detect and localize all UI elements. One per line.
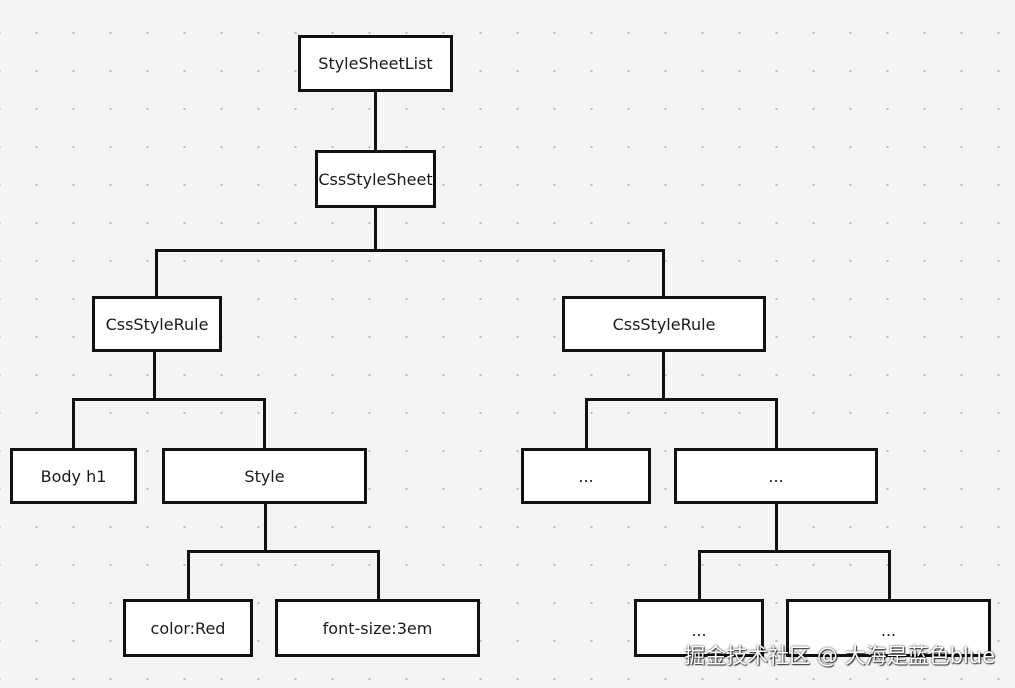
- edge-cssstylesheet-bus: [155, 249, 665, 252]
- edge-to-style: [263, 398, 266, 450]
- node-cssstylerule-left: CssStyleRule: [92, 296, 222, 352]
- edge-rule-left-bus: [72, 398, 266, 401]
- edge-to-cssstylerule-right: [662, 249, 665, 298]
- edge-cssstylesheet-trunk: [374, 206, 377, 251]
- edge-style-trunk: [264, 502, 267, 552]
- edge-to-ellipsis-1: [585, 398, 588, 450]
- edge-to-font-size: [377, 550, 380, 601]
- edge-rule-left-trunk: [153, 350, 156, 400]
- edge-to-ellipsis-4: [888, 550, 891, 601]
- edge-to-cssstylerule-left: [155, 249, 158, 298]
- edge-to-body-h1: [72, 398, 75, 450]
- node-ellipsis-4: ...: [786, 599, 991, 657]
- node-cssstylerule-right: CssStyleRule: [562, 296, 766, 352]
- edge-ellipsis-2-trunk: [775, 502, 778, 552]
- edge-stylesheetlist-cssstylesheet: [374, 90, 377, 152]
- node-style: Style: [162, 448, 367, 504]
- node-stylesheetlist: StyleSheetList: [298, 35, 453, 92]
- edge-ellipsis-2-bus: [698, 550, 891, 553]
- edge-to-color-red: [187, 550, 190, 601]
- edge-rule-right-trunk: [662, 350, 665, 400]
- node-ellipsis-3: ...: [634, 599, 764, 657]
- node-ellipsis-1: ...: [521, 448, 651, 504]
- node-color-red: color:Red: [123, 599, 253, 657]
- node-font-size-3em: font-size:3em: [275, 599, 480, 657]
- edge-style-bus: [187, 550, 380, 553]
- edge-rule-right-bus: [585, 398, 778, 401]
- edge-to-ellipsis-3: [698, 550, 701, 601]
- node-ellipsis-2: ...: [674, 448, 878, 504]
- node-body-h1: Body h1: [10, 448, 137, 504]
- watermark: 掘金技术社区 @ 大海是蓝色blue: [684, 644, 995, 668]
- edge-to-ellipsis-2: [775, 398, 778, 450]
- node-cssstylesheet: CssStyleSheet: [315, 150, 436, 208]
